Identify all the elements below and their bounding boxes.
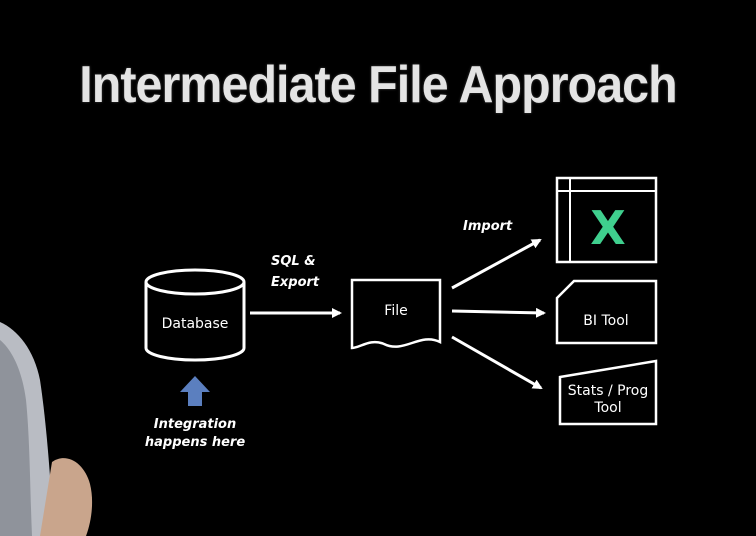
sql-export-label-line1: SQL & xyxy=(271,254,316,269)
arrow-file-to-excel xyxy=(451,238,542,290)
database-label: Database xyxy=(162,316,229,332)
stats-tool-node: Stats / Prog Tool xyxy=(558,359,658,426)
arrow-file-to-bi xyxy=(451,307,546,318)
bi-tool-node: BI Tool xyxy=(555,279,658,345)
integration-annotation-line1: Integration xyxy=(154,417,236,432)
database-node: Database xyxy=(144,268,246,362)
file-label: File xyxy=(384,303,407,319)
sql-export-label-line2: Export xyxy=(271,275,320,290)
bi-tool-label: BI Tool xyxy=(583,313,628,329)
integration-annotation-line2: happens here xyxy=(145,435,245,450)
slide-title: Intermediate File Approach xyxy=(79,56,677,114)
stats-tool-label-line2: Tool xyxy=(593,400,621,416)
presenter-silhouette xyxy=(0,322,93,536)
excel-icon: X xyxy=(590,201,625,255)
arrow-file-to-stats xyxy=(451,335,543,390)
stats-tool-label-line1: Stats / Prog xyxy=(568,383,648,399)
file-node: File xyxy=(350,278,442,350)
import-label: Import xyxy=(463,219,513,234)
excel-node: X xyxy=(555,176,658,264)
up-arrow-icon xyxy=(180,376,210,406)
